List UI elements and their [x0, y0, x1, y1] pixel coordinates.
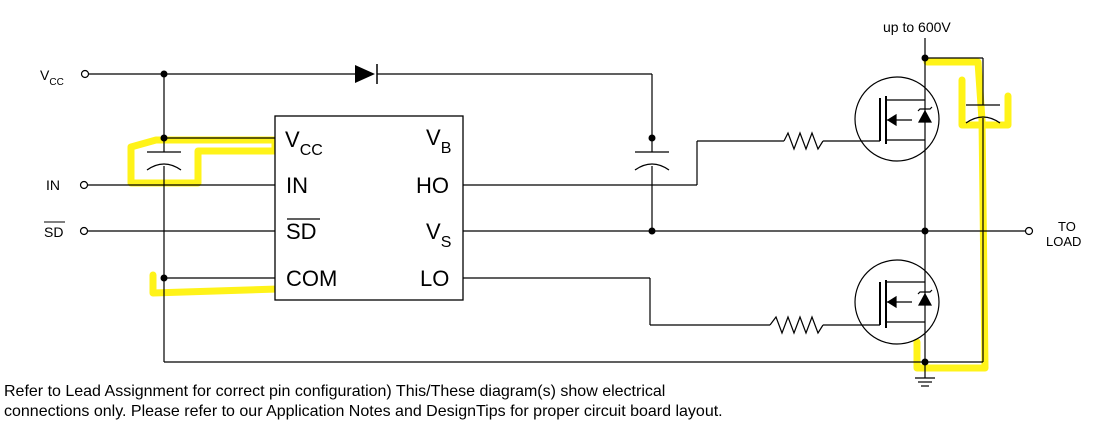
pin-lo-label: LO [420, 266, 449, 291]
footnote-line-2: connections only. Please refer to our Ap… [4, 403, 723, 420]
gate-resistor-low [769, 315, 824, 335]
highlight-vcc-cap-path [127, 136, 279, 187]
sd-input-label: SD [44, 224, 63, 240]
pin-sd-label: SD [286, 219, 317, 244]
supply-voltage-label: up to 600V [883, 19, 951, 35]
pin-vs-label: VS [426, 219, 451, 251]
in-terminal [79, 180, 89, 190]
input-terminals [79, 69, 1034, 236]
footnote-line-1: Refer to Lead Assignment for correct pin… [4, 383, 666, 400]
gate-driver-ic [274, 115, 464, 301]
to-load-label-line2: LOAD [1046, 234, 1081, 249]
highlight-com-path [149, 266, 282, 297]
pin-vb-label: VB [426, 125, 451, 157]
to-load-label-line1: TO [1058, 219, 1076, 234]
capacitor-bus [965, 104, 1001, 124]
highlight-bus-cap-path [913, 58, 989, 372]
highlight-bus-cap-mark [958, 76, 1012, 129]
pin-com-label: COM [286, 266, 337, 291]
pin-ho-label: HO [416, 173, 449, 198]
in-input-label: IN [46, 177, 60, 193]
bootstrap-diode [355, 64, 378, 84]
sd-terminal [79, 226, 89, 236]
pin-in-label: IN [286, 173, 308, 198]
pin-vcc-label: VCC [285, 127, 323, 159]
highlight-marks [127, 58, 1012, 372]
capacitor-bootstrap [634, 151, 670, 171]
load-terminal [1024, 226, 1034, 236]
ground-symbol [915, 377, 935, 387]
capacitor-vcc [146, 151, 182, 171]
junction-dots [160, 54, 929, 366]
vcc-input-label: VCC [40, 67, 64, 88]
vcc-terminal [80, 69, 90, 79]
wires [88, 38, 1025, 378]
mosfet-high-side [854, 76, 940, 162]
gate-resistor-high [783, 131, 824, 151]
mosfet-low-side [854, 259, 940, 345]
